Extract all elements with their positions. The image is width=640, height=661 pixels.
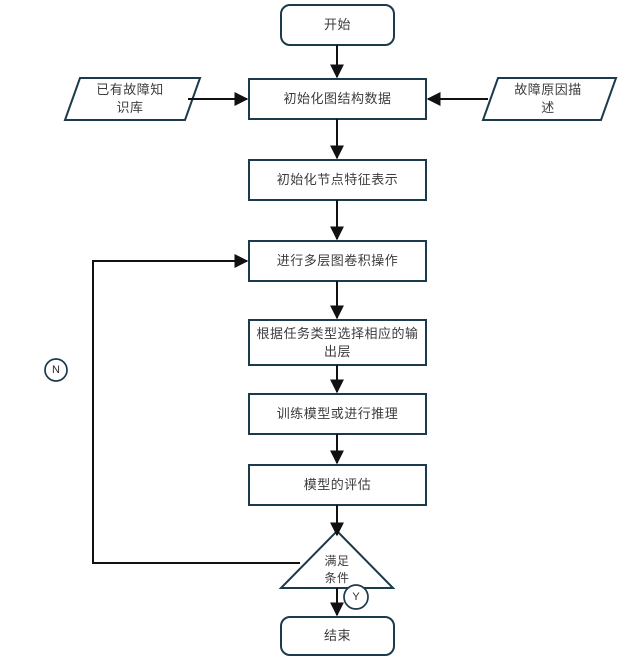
node-end-shape[interactable] bbox=[280, 616, 395, 656]
node-knowledge-base-shape[interactable] bbox=[63, 77, 202, 121]
node-train-infer-shape[interactable] bbox=[248, 393, 427, 435]
node-start-shape[interactable] bbox=[280, 4, 395, 46]
edge-decision-no-loopback bbox=[92, 254, 300, 564]
edge-label-no: N bbox=[52, 363, 60, 376]
edge-label-yes-circle bbox=[343, 584, 369, 610]
node-decision-shape[interactable] bbox=[278, 529, 396, 589]
node-fault-desc-shape[interactable] bbox=[481, 77, 618, 121]
node-graph-conv-shape[interactable] bbox=[248, 240, 427, 282]
node-output-layer-shape[interactable] bbox=[248, 319, 427, 366]
edge-label-no-circle bbox=[44, 358, 68, 382]
node-init-features-shape[interactable] bbox=[248, 159, 427, 201]
node-init-graph-shape[interactable] bbox=[248, 78, 427, 120]
node-evaluate-shape[interactable] bbox=[248, 464, 427, 506]
edge-label-yes: Y bbox=[352, 590, 360, 603]
